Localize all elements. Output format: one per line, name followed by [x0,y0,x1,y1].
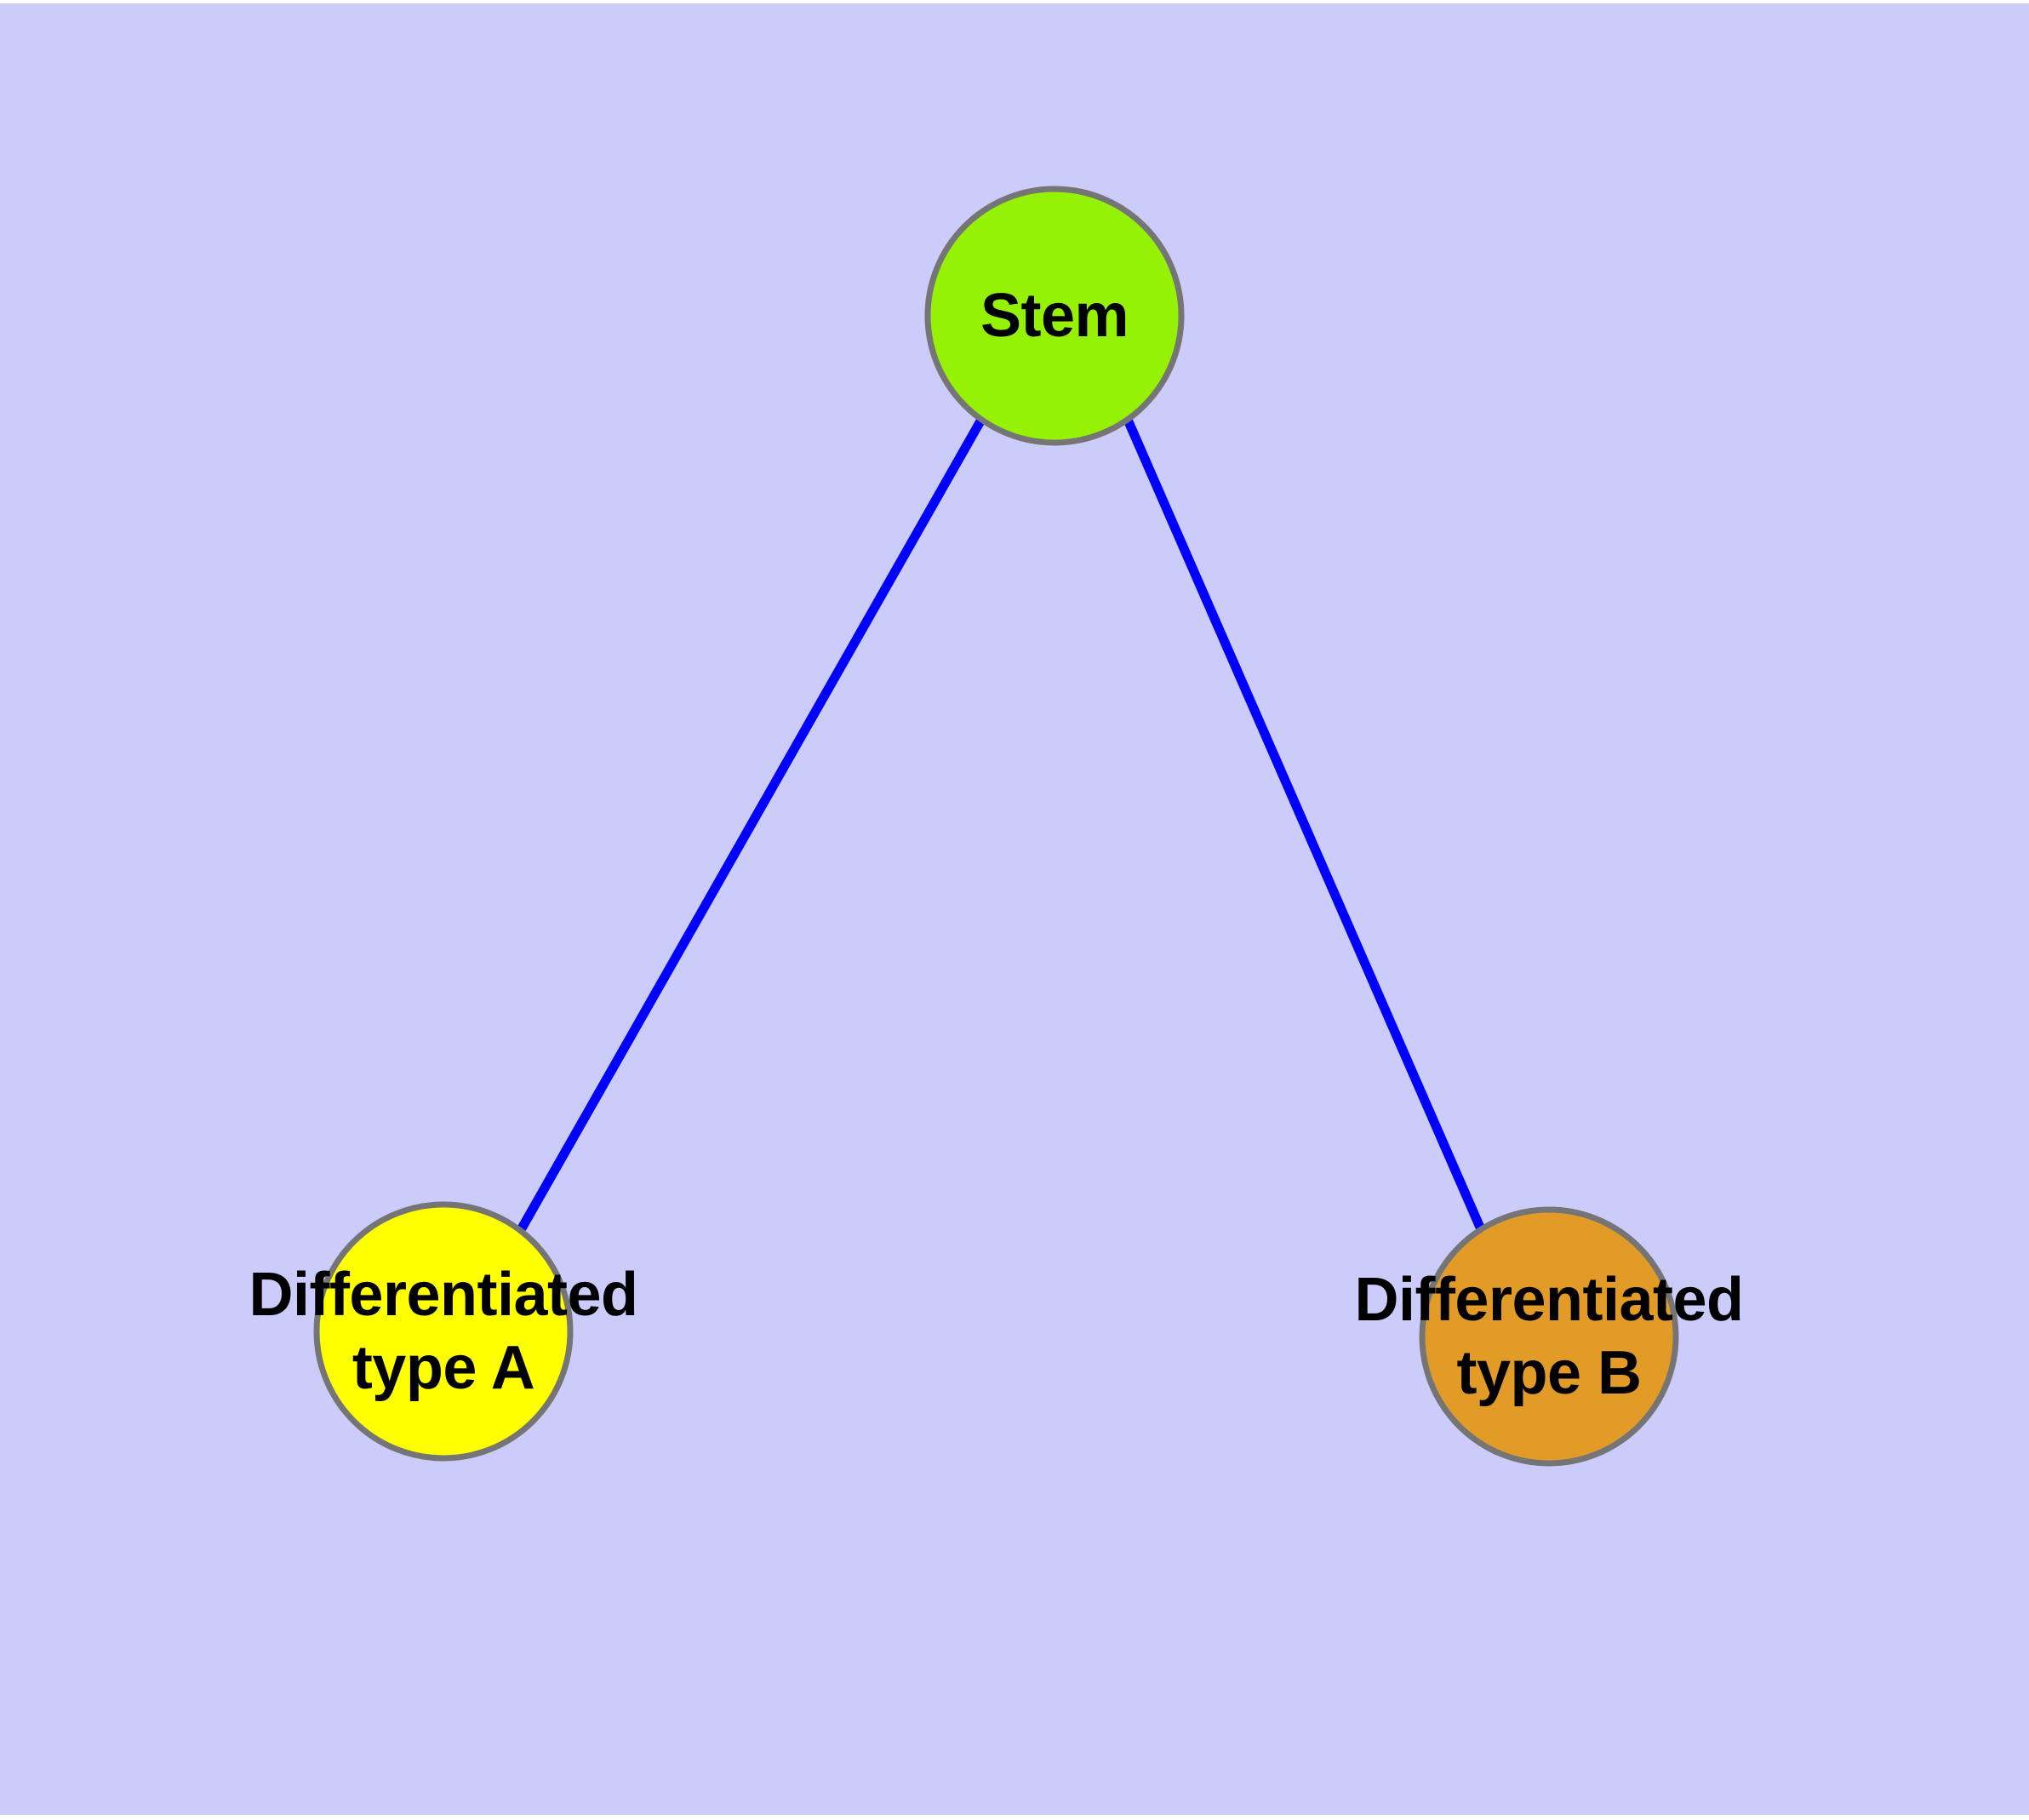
node-layer [313,186,1679,1467]
edge-layer [517,417,1486,1232]
node-differentiated-type-b[interactable] [1419,1206,1679,1467]
node-stem[interactable] [924,186,1185,446]
node-differentiated-type-a[interactable] [313,1201,574,1462]
edge-stem-to-diff-a [517,417,986,1231]
edge-stem-to-diff-b [1123,417,1486,1232]
